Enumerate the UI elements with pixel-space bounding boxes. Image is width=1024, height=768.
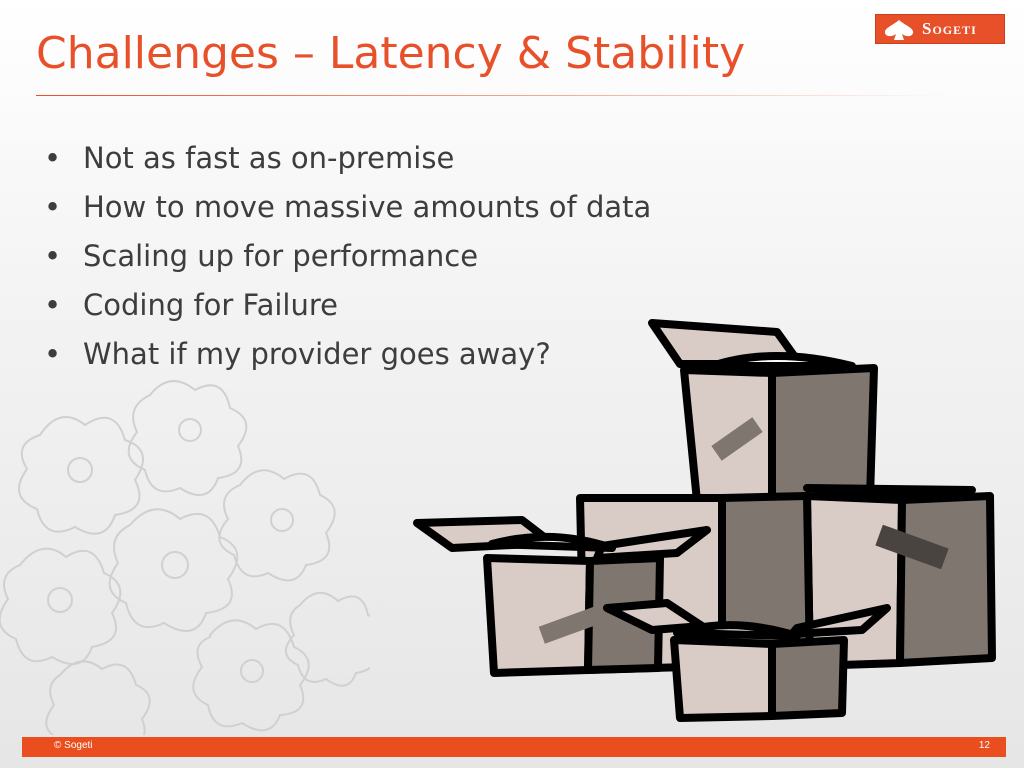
title-divider [36,95,946,96]
bullet-glyph: • [44,288,62,322]
page-number: 12 [978,740,990,751]
bullet-text: Scaling up for performance [83,239,479,273]
bullet-text: What if my provider goes away? [83,337,551,371]
floral-pattern-decoration [0,380,370,735]
bullet-item: • Not as fast as on-premise [44,134,651,183]
bullet-text: Coding for Failure [83,288,338,322]
footer-copyright: © Sogeti [54,740,93,751]
bullet-glyph: • [44,337,62,371]
bullet-glyph: • [44,141,62,175]
bullet-item: • What if my provider goes away? [44,330,651,379]
bullet-glyph: • [44,239,62,273]
sogeti-logo: Sogeti [875,14,1005,44]
bullet-text: Not as fast as on-premise [83,141,455,175]
cardboard-boxes-illustration [413,319,996,722]
bullet-glyph: • [44,190,62,224]
bullet-text: How to move massive amounts of data [83,190,652,224]
bullet-item: • How to move massive amounts of data [44,183,651,232]
spade-icon [884,20,914,40]
bullet-list: • Not as fast as on-premise • How to move … [44,134,651,379]
logo-wordmark: Sogeti [922,19,977,38]
bullet-item: • Scaling up for performance [44,232,651,281]
bullet-item: • Coding for Failure [44,281,651,330]
slide-title: Challenges – Latency & Stability [36,28,746,79]
footer-bar: © Sogeti 12 [22,737,1006,757]
